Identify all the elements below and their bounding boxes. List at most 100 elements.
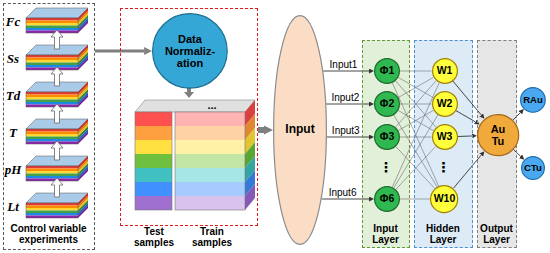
up-arrow: [51, 104, 63, 123]
node-label: Φ1: [380, 65, 394, 77]
label-holder: Output Layer: [478, 223, 515, 245]
neuron-circle: W3: [432, 124, 458, 150]
process-circle-outline: [153, 14, 228, 89]
neuron-circle: W1: [432, 58, 458, 84]
connector: [400, 71, 432, 72]
test-bar: [135, 182, 172, 196]
node-label: Φ2: [380, 98, 394, 110]
label-holder: ...: [207, 100, 216, 111]
test-bar: [135, 140, 172, 154]
neuron-circle: Φ6: [374, 186, 400, 212]
node-label: Input: [285, 123, 314, 136]
node-label: W1: [437, 65, 453, 77]
train-bar: [175, 126, 245, 140]
node-label: W3: [437, 131, 453, 143]
edge-label-holder: Input6: [328, 187, 358, 198]
connector: [258, 127, 264, 133]
bar-top: [135, 100, 255, 112]
label-holder: ⋮: [437, 160, 451, 174]
train-bar: [175, 140, 245, 154]
neuron-circle-outline: [431, 185, 458, 212]
test-bar: [135, 126, 172, 140]
variable-label: Fc: [6, 14, 20, 27]
up-arrow: [51, 141, 63, 160]
ellipsis: ⋮: [437, 160, 451, 174]
label-holder: pH: [5, 162, 22, 175]
connector: [396, 147, 435, 189]
label-holder: Hidden Layer: [415, 223, 471, 245]
neuron-circle-outline: [432, 59, 457, 84]
train-bar: [175, 112, 245, 126]
ellipsis: ...: [207, 100, 216, 111]
variable-label: pH: [5, 162, 22, 175]
neuron-circle-outline: [375, 187, 400, 212]
edge-label-holder: Input2: [330, 92, 360, 103]
neuron-circle-outline: [375, 59, 400, 84]
label-holder: Td: [6, 88, 20, 101]
test-bar: [135, 154, 172, 168]
neuron-circle: Φ1: [374, 58, 400, 84]
edge-label: Input3: [331, 125, 361, 136]
layer-box: Hidden LayerW1W2W3W10: [414, 40, 473, 248]
edge-label: Input2: [330, 92, 360, 103]
train-bar: [175, 182, 245, 196]
test-bar: [135, 168, 172, 182]
input-ellipse: Input: [273, 15, 327, 245]
layer-box: Input Layer Φ1Φ2Φ3Φ6: [362, 40, 410, 248]
label-holder: Ss: [7, 51, 19, 64]
test-bar: [135, 196, 172, 210]
edge-label: Input6: [328, 187, 358, 198]
connector: [400, 198, 430, 199]
label-holder: Test samples: [125, 227, 183, 248]
bar-outline: [135, 112, 172, 210]
node-label: CTu: [524, 163, 542, 173]
train-bar: [175, 154, 245, 168]
result-circle-outline: [522, 157, 545, 180]
group-label: Output Layer: [478, 223, 515, 245]
group-label: Input Layer: [363, 223, 408, 245]
neuron-circle: Φ3: [374, 124, 400, 150]
label-holder: Train samples: [181, 227, 243, 248]
result-circle: RAu: [520, 87, 546, 113]
node-label: Φ6: [380, 193, 394, 205]
train-bar: [175, 168, 245, 182]
result-circle-outline: [521, 88, 546, 113]
ellipsis: ⋮: [379, 160, 393, 174]
node-label: Φ3: [380, 131, 394, 143]
node-label: Au Tu: [484, 123, 513, 147]
neuron-circle-outline: [432, 125, 457, 150]
neuron-circle: W2: [432, 91, 458, 117]
group-label: Control variable experiments: [6, 223, 92, 245]
output-neuron: Au Tu: [477, 114, 519, 156]
up-arrow: [51, 178, 63, 197]
connector: [398, 77, 433, 97]
layer-box: Output Layer Au Tu: [477, 40, 517, 248]
up-arrow: [51, 67, 63, 86]
node-label: Data Normaliz- ation: [160, 33, 220, 69]
node-label: RAu: [523, 95, 543, 105]
sample-group: Test samplesTrain samplesData Normaliz- …: [120, 8, 258, 226]
connector: [457, 135, 471, 137]
label-holder: Lt: [7, 199, 19, 212]
label-holder: Fc: [6, 14, 20, 27]
connector: [398, 110, 433, 130]
label-holder: T: [9, 125, 17, 138]
connector: [396, 147, 436, 190]
variable-label: Ss: [7, 51, 19, 64]
node-label: W2: [437, 98, 453, 110]
label-holder: Control variable experiments: [6, 223, 92, 245]
variable-label: Td: [6, 88, 20, 101]
up-arrow: [51, 30, 63, 49]
group-label: Hidden Layer: [415, 223, 471, 245]
connector: [398, 110, 433, 130]
test-bar: [135, 112, 172, 126]
group-label: Test samples: [125, 227, 183, 248]
label-holder: Input Layer: [363, 223, 408, 245]
neuron-circle-outline: [375, 92, 400, 117]
variable-label: Lt: [7, 199, 19, 212]
connector: [400, 137, 432, 138]
input-ellipse-outline: [274, 16, 327, 245]
label-holder: ⋮: [379, 160, 393, 174]
sample-bars: [135, 100, 255, 210]
neuron-circle: Φ2: [374, 91, 400, 117]
